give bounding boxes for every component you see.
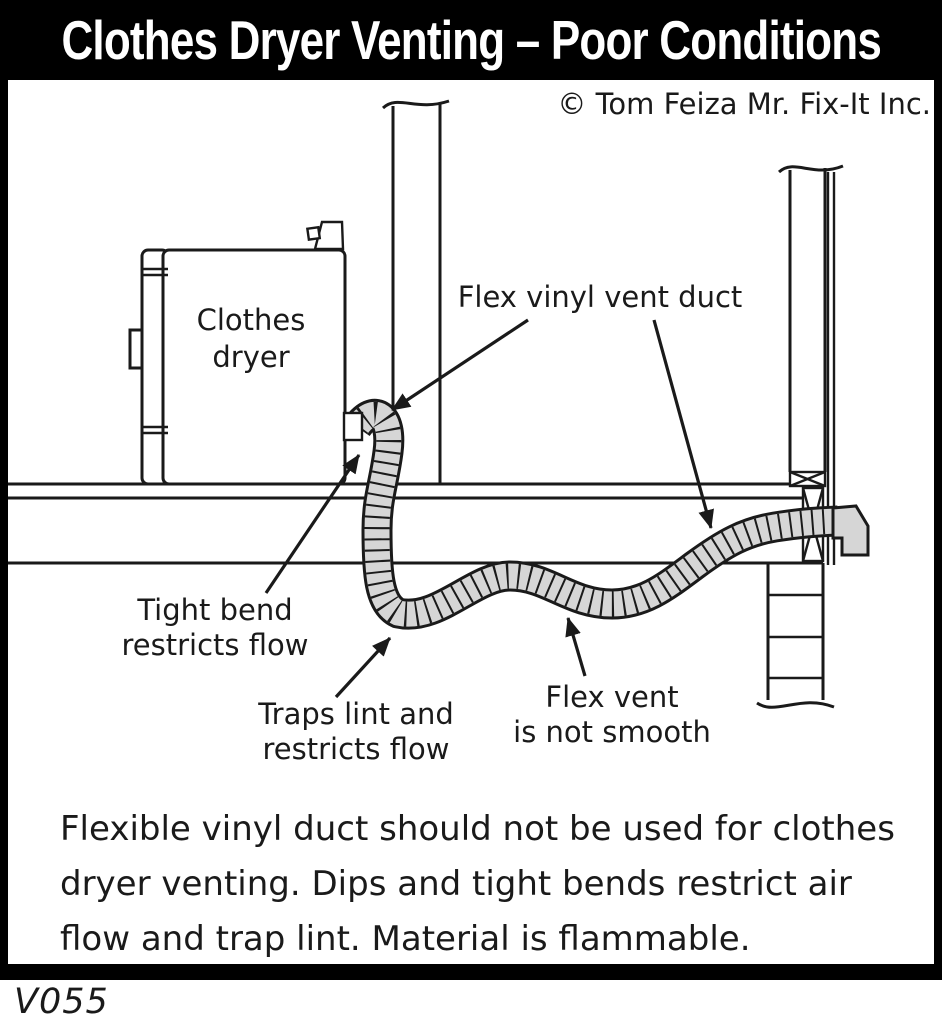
caption: Flexible vinyl duct should not be used f… xyxy=(60,802,895,967)
flex-vinyl-duct xyxy=(342,398,870,630)
exterior-wall xyxy=(756,164,844,709)
title-bar: Clothes Dryer Venting – Poor Conditions xyxy=(0,0,942,80)
arrow-flex-vinyl-left xyxy=(391,318,529,412)
duct-outline xyxy=(344,398,839,630)
vent-hood xyxy=(831,504,870,557)
label-flex-vent-line2: is not smooth xyxy=(513,715,711,749)
dryer-label-line1: Clothes xyxy=(197,303,306,337)
label-flex-vinyl-duct: Flex vinyl vent duct xyxy=(458,280,743,314)
console-knob xyxy=(305,225,322,241)
copyright-notice: © Tom Feiza Mr. Fix-It Inc. xyxy=(557,87,931,121)
label-tight-bend-line2: restricts flow xyxy=(122,628,309,662)
foundation-break-squiggle xyxy=(756,701,835,709)
dryer-body xyxy=(161,248,347,486)
wall-break-squiggle-right xyxy=(777,164,844,174)
caption-line: dryer venting. Dips and tight bends rest… xyxy=(60,864,852,904)
arrow-flex-vinyl-right xyxy=(652,319,714,529)
foundation-wall xyxy=(756,563,835,709)
caption-line: flow and trap lint. Material is flammabl… xyxy=(60,919,751,959)
arrow-traps-lint xyxy=(334,636,392,699)
label-traps-lint-line2: restricts flow xyxy=(263,732,450,766)
annotation-labels: Flex vinyl vent duct Tight bend restrict… xyxy=(122,280,743,766)
dryer-duct-stub xyxy=(342,411,364,442)
dryer-label-line2: dryer xyxy=(212,340,289,374)
duct-core xyxy=(346,401,839,627)
label-flex-vent-line1: Flex vent xyxy=(545,680,678,714)
arrow-flex-vent xyxy=(565,617,587,677)
figure-code: V055 xyxy=(14,982,109,1022)
wall-break-squiggle xyxy=(381,99,450,110)
caption-line: Flexible vinyl duct should not be used f… xyxy=(60,809,895,849)
dryer-console xyxy=(305,220,345,251)
bottom-plate-blocking-x xyxy=(788,470,827,488)
arrow-tight-bend xyxy=(264,454,361,594)
clothes-dryer: Clothes dryer xyxy=(128,220,347,486)
label-traps-lint-line1: Traps lint and xyxy=(257,697,454,731)
label-tight-bend-line1: Tight bend xyxy=(136,593,292,627)
page-title: Clothes Dryer Venting – Poor Conditions xyxy=(61,9,881,71)
annotation-arrows xyxy=(264,318,714,699)
